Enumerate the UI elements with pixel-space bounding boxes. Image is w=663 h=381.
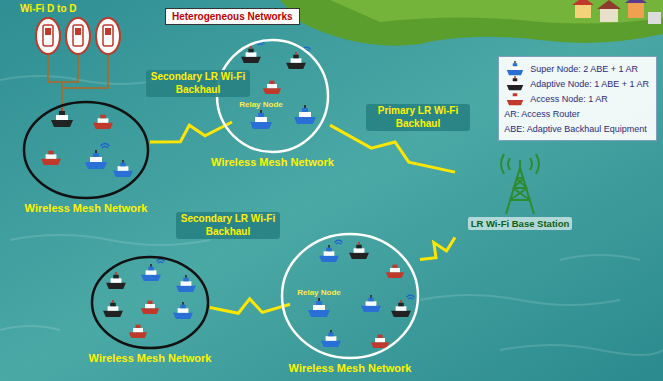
node-text: Relay Node: [297, 288, 341, 298]
legend-row: AR: Access Router: [504, 106, 649, 121]
legend-row: Super Node: 2 ABE + 1 AR: [504, 61, 649, 76]
node-text: Relay Node: [239, 100, 283, 110]
legend-row: Adaptive Node: 1 ABE + 1 AR: [504, 76, 649, 91]
node-text: Wireless Mesh Network: [25, 202, 148, 215]
legend-text: Super Node: 2 ABE + 1 AR: [530, 64, 638, 74]
ship-icon: [250, 110, 272, 129]
mesh-outline: [22, 100, 150, 200]
legend-ship: [504, 76, 526, 91]
legend-box: Super Node: 2 ABE + 1 AR Adaptive Node: 1…: [498, 56, 657, 141]
ship-icon: [507, 61, 524, 75]
relay-ship: [307, 298, 331, 318]
legend-text: ABE: Adaptive Backhaul Equipment: [504, 124, 647, 134]
edge-label: Secondary LR Wi-Fi Backhaul: [146, 70, 250, 97]
relay-ship: [249, 110, 273, 130]
node-text: Wireless Mesh Network: [211, 156, 334, 169]
waves: [0, 76, 663, 355]
title-wrap: Heterogeneous Networks: [165, 8, 300, 25]
mesh-ellipse: [282, 234, 418, 358]
land: [280, 0, 663, 46]
edge-label-wrap: Secondary LR Wi-Fi Backhaul: [146, 70, 250, 97]
backhaul-link: [150, 122, 232, 142]
mesh-network: Wireless Mesh Network Relay Node: [280, 232, 420, 375]
mesh-outline: [90, 255, 210, 350]
legend-ship: [504, 61, 526, 76]
mesh-network: Wireless Mesh Network: [22, 100, 150, 215]
backhaul-link: [210, 299, 290, 313]
legend-text: Access Node: 1 AR: [530, 94, 608, 104]
mesh-network: Wireless Mesh NetworkRelay Node: [215, 38, 330, 169]
backhaul-link: [420, 237, 455, 259]
ship-icon: [507, 76, 524, 90]
node-text: LR Wi-Fi Base Station: [468, 217, 573, 230]
mesh-ellipse: [24, 102, 148, 198]
relay-node: Relay Node: [232, 100, 290, 130]
legend-text: Adaptive Node: 1 ABE + 1 AR: [530, 79, 649, 89]
backhaul-link: [330, 125, 455, 172]
title-box: Heterogeneous Networks: [165, 8, 300, 25]
edge-label-wrap: Secondary LR Wi-Fi Backhaul: [176, 212, 280, 239]
mesh-ellipse: [92, 257, 208, 348]
edge-label-wrap: Primary LR Wi-Fi Backhaul: [366, 104, 470, 131]
edge-label: Primary LR Wi-Fi Backhaul: [366, 104, 470, 131]
legend-row: ABE: Adaptive Backhaul Equipment: [504, 121, 649, 136]
base-station: LR Wi-Fi Base Station: [455, 155, 585, 238]
ships: [41, 41, 414, 348]
ship-icon: [507, 93, 524, 105]
label-wrap: Wi-Fi D to D: [20, 3, 77, 14]
mesh-network: Wireless Mesh Network: [90, 255, 210, 365]
free-label: Wi-Fi D to D: [20, 3, 77, 14]
tower: [501, 154, 539, 214]
legend-row: Access Node: 1 AR: [504, 91, 649, 106]
node-text: Wireless Mesh Network: [89, 352, 212, 365]
node-text: Wireless Mesh Network: [289, 362, 412, 375]
legend-text: AR: Access Router: [504, 109, 580, 119]
edge-label: Secondary LR Wi-Fi Backhaul: [176, 212, 280, 239]
legend-ship: [504, 91, 526, 106]
relay-node: Relay Node: [290, 288, 348, 318]
ship-icon: [308, 298, 330, 317]
phones: [36, 18, 120, 108]
